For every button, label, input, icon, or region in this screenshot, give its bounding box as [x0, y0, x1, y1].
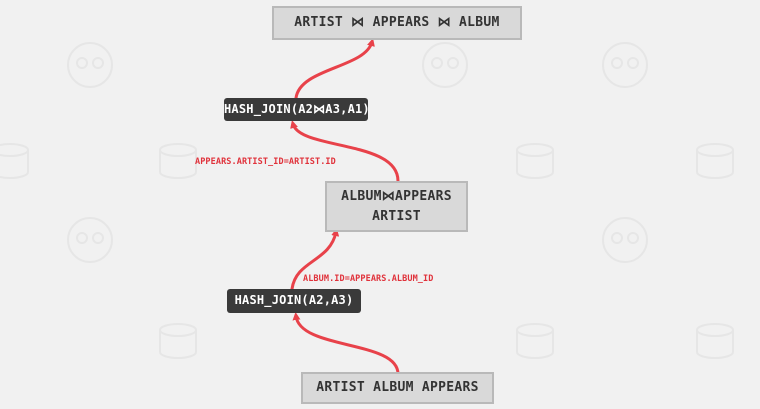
- upper-hash-join-label: HASH_JOIN(A2⋈A3,A1): [224, 102, 370, 116]
- database-icon: [159, 323, 197, 359]
- arrow-lower-join-to-middle: [290, 228, 340, 291]
- base-tables-node-label: ARTIST ALBUM APPEARS: [316, 380, 479, 395]
- arrow-scan-to-lower-join: [292, 312, 400, 376]
- database-icon: [696, 323, 734, 359]
- lower-hash-join-label: HASH_JOIN(A2,A3): [234, 293, 354, 307]
- database-icon: [516, 323, 554, 359]
- skull-icon: [67, 42, 113, 88]
- result-node-label: ARTIST ⋈ APPEARS ⋈ ALBUM: [294, 15, 500, 30]
- lower-join-condition: ALBUM.ID=APPEARS.ALBUM_ID: [303, 274, 434, 284]
- database-icon: [516, 143, 554, 179]
- intermediate-node: ALBUM⋈APPEARS ARTIST: [325, 181, 468, 232]
- lower-hash-join-operator: HASH_JOIN(A2,A3): [227, 289, 361, 313]
- result-node: ARTIST ⋈ APPEARS ⋈ ALBUM: [272, 6, 522, 40]
- skull-icon: [602, 42, 648, 88]
- database-icon: [159, 143, 197, 179]
- arrow-middle-to-upper-join: [290, 120, 400, 183]
- database-icon: [0, 143, 29, 179]
- base-tables-node: ARTIST ALBUM APPEARS: [301, 372, 494, 404]
- skull-icon: [67, 217, 113, 263]
- arrow-upper-join-to-result: [294, 38, 375, 100]
- intermediate-node-label-line1: ALBUM⋈APPEARS: [341, 189, 452, 204]
- skull-icon: [422, 42, 468, 88]
- database-icon: [696, 143, 734, 179]
- skull-icon: [602, 217, 648, 263]
- intermediate-node-label-line2: ARTIST: [372, 209, 421, 224]
- upper-join-condition: APPEARS.ARTIST_ID=ARTIST.ID: [195, 157, 336, 167]
- upper-hash-join-operator: HASH_JOIN(A2⋈A3,A1): [224, 98, 370, 121]
